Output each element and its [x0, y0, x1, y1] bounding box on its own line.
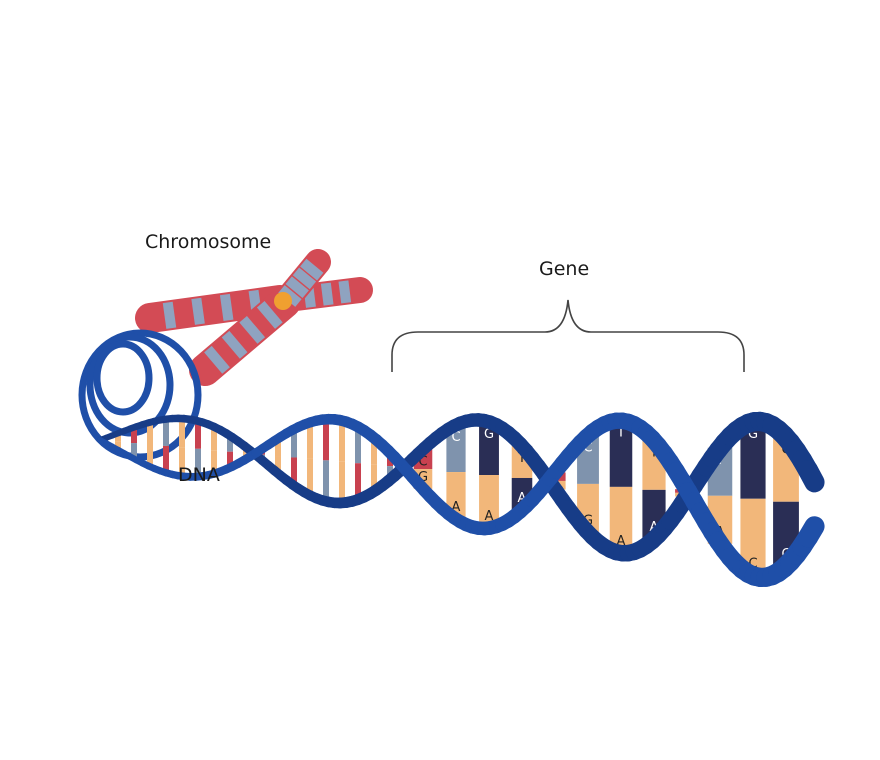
base-pair: [147, 422, 153, 467]
chromosome-label: Chromosome: [145, 231, 272, 253]
centromere: [274, 292, 292, 310]
base-pair: [339, 420, 345, 503]
chromosome-arm: [189, 286, 301, 386]
chromosome-band: [292, 267, 317, 290]
gene-label: Gene: [539, 258, 590, 280]
dna-coil: [78, 329, 202, 461]
chromosome-band: [219, 293, 234, 321]
backbone-strand-back: [97, 411, 825, 562]
chromosome-band: [300, 258, 324, 281]
base-letter: A: [518, 491, 527, 506]
gene-base-pair: TA: [609, 420, 633, 554]
base-pair: [355, 426, 361, 500]
base-letter: G: [418, 470, 428, 485]
chromosome-arm: [135, 285, 295, 333]
gene-base-pair: GC: [740, 421, 766, 576]
base-letter: G: [484, 427, 494, 442]
base-pair: [179, 418, 185, 477]
dna-label: DNA: [178, 464, 220, 486]
base-pair: [371, 437, 377, 492]
base-letter: A: [617, 534, 626, 549]
base-pair: [211, 426, 217, 474]
chromosome-band: [285, 276, 309, 299]
base-letter: A: [485, 509, 494, 524]
backbone-strand-front: [97, 412, 825, 588]
base-pair: [291, 429, 297, 486]
coil-loop: [78, 329, 202, 461]
chromosome-band: [221, 330, 248, 359]
base-letter: T: [616, 426, 625, 441]
chromosome-band: [239, 315, 266, 344]
chromosome-band: [204, 345, 230, 374]
chromosome-band: [256, 301, 283, 329]
chromosome-band: [320, 282, 334, 306]
base-letter: A: [452, 500, 461, 515]
gene-base-pair: GA: [479, 421, 499, 529]
chromosome-band: [162, 301, 177, 329]
base-letter: T: [517, 451, 526, 466]
base-letter: G: [748, 427, 758, 442]
base-pair: [195, 421, 201, 477]
dna-backbone: [97, 411, 825, 588]
base-letter: C: [583, 440, 592, 455]
gene-base-pair: CA: [446, 424, 466, 520]
base-letter: C: [418, 454, 427, 469]
gene-bracket: [391, 299, 745, 372]
base-pair: [227, 435, 233, 468]
coil-loop: [93, 340, 153, 416]
chromosome-band: [303, 284, 316, 308]
base-pair: [163, 419, 169, 473]
chromosome-band: [248, 289, 263, 317]
base-pair: [115, 433, 121, 450]
base-pair: [131, 427, 137, 459]
chromosome-band: [338, 280, 352, 304]
base-pair: [307, 422, 313, 496]
chromosome-band: [191, 297, 205, 325]
chromosome-illustration: [135, 249, 373, 386]
base-letter: C: [451, 430, 460, 445]
base-letter: C: [748, 557, 757, 572]
coil-loop: [86, 333, 174, 437]
base-pair: [275, 438, 281, 474]
base-pair: [323, 419, 329, 502]
